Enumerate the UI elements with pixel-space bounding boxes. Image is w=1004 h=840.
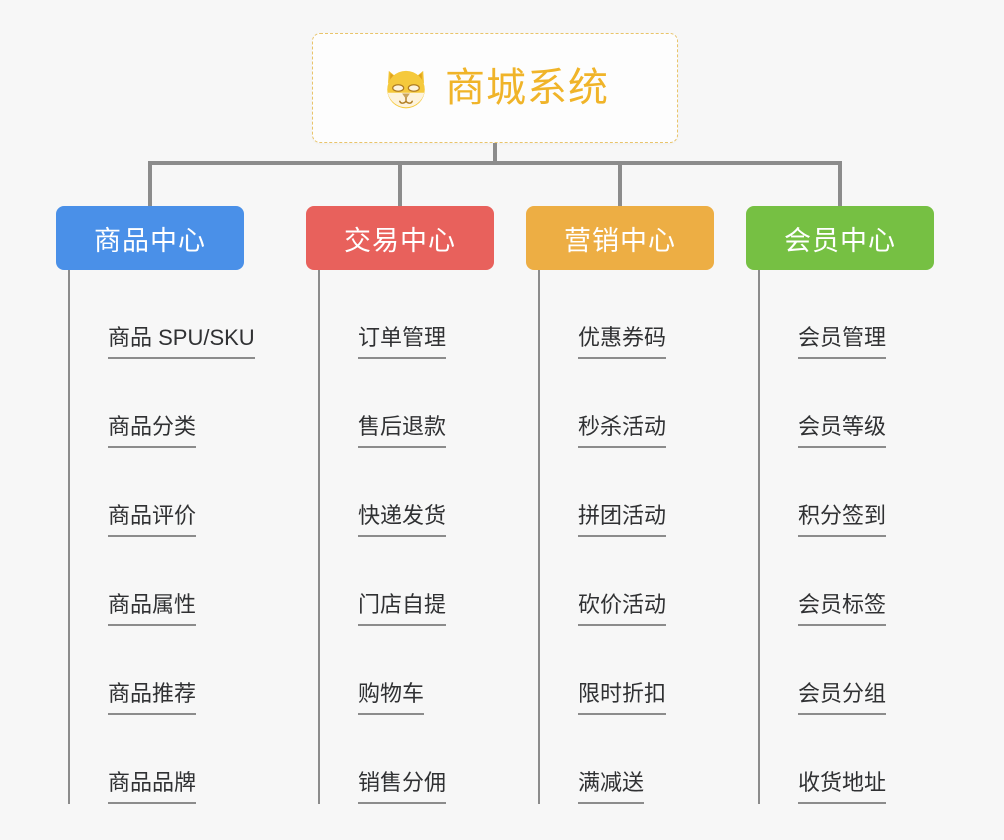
list-item[interactable]: 会员等级 [760,359,934,448]
list-item-label: 限时折扣 [578,681,667,715]
list-item[interactable]: 收货地址 [760,715,934,804]
connector-horizontal-bus [149,161,841,165]
list-item[interactable]: 秒杀活动 [540,359,714,448]
branch-list-product-center: 商品 SPU/SKU 商品分类 商品评价 商品属性 商品推荐 商品品牌 [68,270,255,804]
list-item[interactable]: 商品推荐 [70,626,244,715]
branch-list-member-center: 会员管理 会员等级 积分签到 会员标签 会员分组 收货地址 [758,270,934,804]
list-item-label: 秒杀活动 [578,414,667,448]
dog-face-icon [387,70,425,109]
branch-product-center: 商品中心 商品 SPU/SKU 商品分类 商品评价 商品属性 商品推荐 商品品牌 [56,206,255,804]
list-item-label: 砍价活动 [578,592,667,626]
list-item-label: 会员管理 [798,325,887,359]
branch-header-label: 营销中心 [564,225,676,256]
root-node[interactable]: 商城系统 [312,33,678,143]
list-item[interactable]: 满减送 [540,715,714,804]
list-item-label: 购物车 [358,681,425,715]
list-item[interactable]: 商品评价 [70,448,244,537]
list-item[interactable]: 优惠券码 [540,270,714,359]
list-item-label: 收货地址 [798,770,887,804]
connector-root-stub [493,143,497,163]
list-item-label: 门店自提 [358,592,447,626]
list-item[interactable]: 售后退款 [320,359,494,448]
list-item-label: 满减送 [578,770,645,804]
branch-marketing-center: 营销中心 优惠券码 秒杀活动 拼团活动 砍价活动 限时折扣 满减送 [526,206,714,804]
list-item[interactable]: 商品分类 [70,359,244,448]
list-item[interactable]: 订单管理 [320,270,494,359]
list-item[interactable]: 门店自提 [320,537,494,626]
list-item[interactable]: 砍价活动 [540,537,714,626]
branch-member-center: 会员中心 会员管理 会员等级 积分签到 会员标签 会员分组 收货地址 [746,206,934,804]
list-item[interactable]: 商品品牌 [70,715,244,804]
list-item-label: 商品推荐 [108,681,197,715]
branch-trade-center: 交易中心 订单管理 售后退款 快递发货 门店自提 购物车 销售分佣 [306,206,494,804]
list-item-label: 快递发货 [358,503,447,537]
list-item[interactable]: 购物车 [320,626,494,715]
list-item-label: 商品评价 [108,503,197,537]
list-item[interactable]: 积分签到 [760,448,934,537]
list-item-label: 售后退款 [358,414,447,448]
list-item-label: 商品分类 [108,414,197,448]
branch-header-marketing-center[interactable]: 营销中心 [526,206,714,270]
list-item[interactable]: 会员分组 [760,626,934,715]
connector-drop-4 [838,161,842,207]
branch-header-label: 交易中心 [344,225,456,256]
list-item-label: 销售分佣 [358,770,447,804]
list-item-label: 商品品牌 [108,770,197,804]
list-item-label: 会员等级 [798,414,887,448]
branch-list-trade-center: 订单管理 售后退款 快递发货 门店自提 购物车 销售分佣 [318,270,494,804]
branch-list-marketing-center: 优惠券码 秒杀活动 拼团活动 砍价活动 限时折扣 满减送 [538,270,714,804]
list-item[interactable]: 销售分佣 [320,715,494,804]
list-item[interactable]: 快递发货 [320,448,494,537]
list-item-label: 会员分组 [798,681,887,715]
list-item-label: 拼团活动 [578,503,667,537]
branch-header-product-center[interactable]: 商品中心 [56,206,244,270]
list-item[interactable]: 限时折扣 [540,626,714,715]
root-title: 商城系统 [445,66,609,110]
connector-drop-2 [398,161,402,207]
branch-header-label: 会员中心 [784,225,896,256]
list-item[interactable]: 会员标签 [760,537,934,626]
list-item[interactable]: 商品属性 [70,537,244,626]
branch-header-trade-center[interactable]: 交易中心 [306,206,494,270]
branch-header-member-center[interactable]: 会员中心 [746,206,934,270]
list-item-label: 会员标签 [798,592,887,626]
list-item[interactable]: 会员管理 [760,270,934,359]
connector-drop-1 [148,161,152,207]
list-item-label: 商品属性 [108,592,197,626]
branch-header-label: 商品中心 [94,225,206,256]
list-item-label: 订单管理 [358,325,447,359]
connector-drop-3 [618,161,622,207]
list-item-label: 优惠券码 [578,325,667,359]
list-item-label: 商品 SPU/SKU [108,325,255,359]
list-item-label: 积分签到 [798,503,887,537]
list-item[interactable]: 拼团活动 [540,448,714,537]
list-item[interactable]: 商品 SPU/SKU [70,270,255,359]
